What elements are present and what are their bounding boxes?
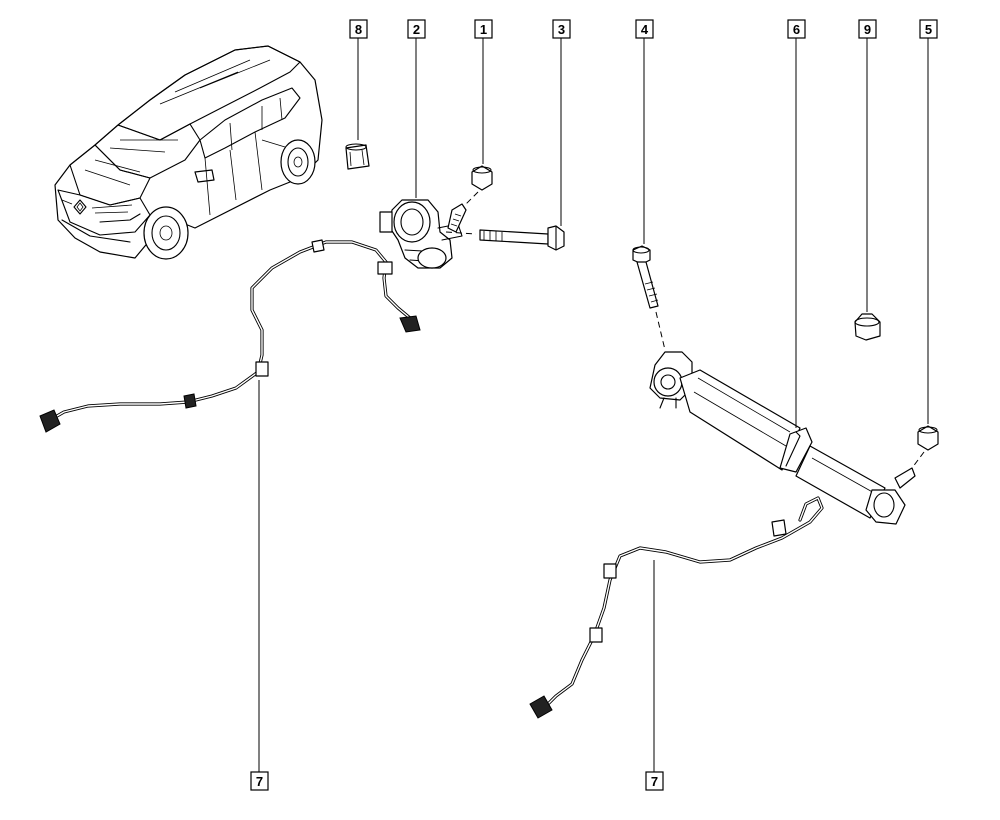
part-4-bolt: [632, 245, 666, 351]
part-1-nut: [447, 165, 493, 233]
part-5-nut: [911, 425, 939, 469]
part-2-actuator: [379, 199, 463, 269]
part-8-bushing: [345, 143, 370, 170]
callout-3: 3: [552, 19, 571, 39]
callout-label: 1: [480, 22, 487, 37]
callout-label: 6: [793, 22, 800, 37]
callout-9: 9: [858, 19, 877, 39]
callout-label: 8: [355, 22, 362, 37]
callout-label: 4: [641, 22, 649, 37]
callout-2: 2: [407, 19, 426, 39]
callout-8: 8: [349, 19, 368, 39]
part-3-bolt: [445, 225, 565, 251]
part-9-cap: [854, 313, 881, 341]
callout-label: 7: [651, 774, 658, 789]
callout-7-right: 7: [645, 771, 664, 791]
callout-7-left: 7: [250, 771, 269, 791]
callout-1: 1: [474, 19, 493, 39]
leader-lines: [258, 38, 929, 772]
callout-label: 2: [413, 22, 420, 37]
vehicle-illustration: [54, 45, 323, 260]
part-7-cable-right: [529, 496, 824, 719]
callout-4: 4: [635, 19, 654, 39]
callout-5: 5: [919, 19, 938, 39]
callout-label: 3: [558, 22, 565, 37]
callout-label: 9: [864, 22, 871, 37]
callout-label: 7: [256, 774, 263, 789]
part-7-cable-left: [39, 239, 421, 433]
part-6-shock-absorber: [649, 351, 916, 525]
callout-label: 5: [925, 22, 932, 37]
callout-6: 6: [787, 19, 806, 39]
